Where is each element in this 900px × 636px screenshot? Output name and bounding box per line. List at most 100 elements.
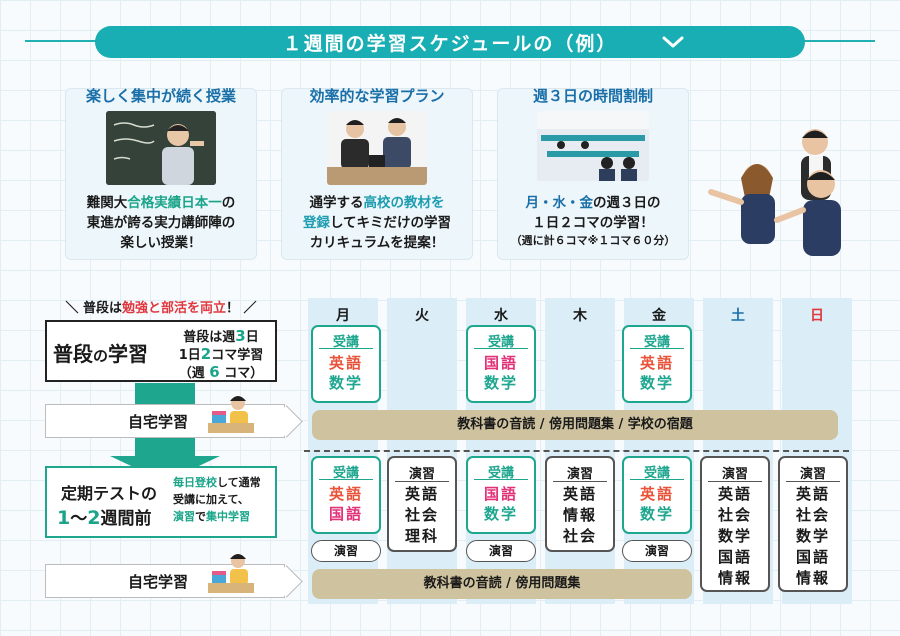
subject: 社会 <box>795 506 830 524</box>
lecture-slot-fri: 受講 英語 数学 <box>622 325 692 403</box>
slot-header: 受講 <box>474 327 528 350</box>
subject: 数学 <box>639 505 674 523</box>
subject: 社会 <box>717 506 752 524</box>
day-label-tue: 火 <box>415 308 429 324</box>
subject: 英語 <box>404 485 439 503</box>
card-text-line: 月・水・金の週３日の <box>525 195 661 211</box>
exercise-slot-tue: 演習 英語 社会 理科 <box>387 456 457 552</box>
card-text-line: 登録してキミだけの学習 <box>302 215 452 231</box>
normal-study-box: 普段の学習 普段は週3日 1日2コマ学習 （週 6 コマ） <box>45 320 277 382</box>
catch-copy: ＼ 普段は勉強と部活を両立！ ／ <box>65 301 257 316</box>
subject: 社会 <box>404 506 439 524</box>
studying-student-icon <box>206 393 256 441</box>
subject: 情報 <box>795 569 830 587</box>
slot-header: 演習 <box>553 458 607 482</box>
slot-header: 受講 <box>630 327 684 350</box>
plan-photo <box>327 111 427 185</box>
subject: 英語 <box>639 485 674 503</box>
day-label-mon: 月 <box>336 308 350 324</box>
home-study-label: 自宅学習 <box>128 572 189 591</box>
card-text: 月・水・金の週３日の １日２コマの学習！ （週に計６コマ※１コマ６０分） <box>498 193 688 249</box>
lecture-photo <box>106 111 216 185</box>
self-study-bar-normal: 教科書の音読 / 傍用問題集 / 学校の宿題 <box>312 410 838 440</box>
classroom-photo <box>537 111 649 181</box>
subject: 数学 <box>795 527 830 545</box>
subject: 社会 <box>562 527 597 545</box>
slot-header: 受講 <box>630 458 684 481</box>
header-banner[interactable]: １週間の学習スケジュールの（例） <box>95 26 805 58</box>
card-note: （週に計６コマ※１コマ６０分） <box>510 234 676 247</box>
home-study-label: 自宅学習 <box>128 412 189 431</box>
detail-line: （週 6 コマ） <box>178 363 264 381</box>
test-title-2: 1～2週間前 <box>57 507 152 529</box>
card-text-line: 難関大合格実績日本一の <box>86 195 236 211</box>
subject: 英語 <box>639 354 674 372</box>
feature-card-lecture: 楽しく集中が続く授業 難関大合格実績日本一の 東進が誇る実力講師陣の 楽しい授業… <box>65 87 257 260</box>
down-arrow-shaft-2 <box>135 438 195 458</box>
normal-study-title: 普段の学習 <box>53 342 149 366</box>
detail-line: 演習で集中学習 <box>173 510 250 523</box>
lecture-slot-mon-test: 受講 英語 国語 <box>311 456 381 534</box>
exercise-pill-fri: 演習 <box>622 540 692 562</box>
home-study-banner-2: 自宅学習 <box>45 554 285 598</box>
feature-card-plan: 効率的な学習プラン 通学する高校の教材を 登録してキミだけの学習 カリキュラムを… <box>281 87 473 260</box>
slot-header: 受講 <box>474 458 528 481</box>
card-text-line: １日２コマの学習！ <box>532 215 654 231</box>
subject: 英語 <box>562 485 597 503</box>
exercise-pill-mon: 演習 <box>311 540 381 562</box>
card-text-line: カリキュラムを提案！ <box>309 235 445 251</box>
detail-line: 毎日登校して通常 <box>173 476 261 489</box>
exercise-slot-sat: 演習 英語 社会 数学 国語 情報 <box>700 456 770 592</box>
slot-header: 受講 <box>319 327 373 350</box>
lecture-slot-mon: 受講 英語 数学 <box>311 325 381 403</box>
subject: 数学 <box>483 374 518 392</box>
lecture-slot-fri-test: 受講 英語 数学 <box>622 456 692 534</box>
subject: 数学 <box>639 374 674 392</box>
exercise-subjects: 英語 社会 数学 国語 情報 <box>780 482 846 589</box>
page-title: １週間の学習スケジュールの（例） <box>282 32 618 55</box>
lecture-slot-wed: 受講 国語 数学 <box>466 325 536 403</box>
slot-header: 演習 <box>786 458 840 482</box>
card-text: 難関大合格実績日本一の 東進が誇る実力講師陣の 楽しい授業！ <box>66 193 256 253</box>
subject: 英語 <box>717 485 752 503</box>
card-text: 通学する高校の教材を 登録してキミだけの学習 カリキュラムを提案！ <box>282 193 472 253</box>
section-divider <box>304 450 849 452</box>
card-text-line: 通学する高校の教材を <box>309 195 445 211</box>
subject: 国語 <box>328 505 363 523</box>
detail-line: 受講に加えて、 <box>173 493 249 506</box>
exercise-slot-sun: 演習 英語 社会 数学 国語 情報 <box>778 456 848 592</box>
subject: 数学 <box>483 505 518 523</box>
down-arrow-shaft <box>135 383 195 405</box>
day-label-thu: 木 <box>573 308 587 324</box>
subject: 英語 <box>328 485 363 503</box>
subject: 英語 <box>328 354 363 372</box>
card-title: 週３日の時間割制 <box>532 87 653 105</box>
card-text-line: 東進が誇る実力講師陣の <box>86 215 236 231</box>
subject: 数学 <box>717 527 752 545</box>
exercise-pill-wed: 演習 <box>466 540 536 562</box>
subject: 国語 <box>717 548 752 566</box>
day-label-fri: 金 <box>652 308 666 324</box>
subject: 情報 <box>717 569 752 587</box>
self-study-bar-test: 教科書の音読 / 傍用問題集 <box>312 569 692 599</box>
subject: 理科 <box>404 527 439 545</box>
test-title-1: 定期テストの <box>61 484 158 503</box>
home-study-banner-1: 自宅学習 <box>45 396 285 438</box>
test-study-box: 定期テストの 1～2週間前 毎日登校して通常 受講に加えて、 演習で集中学習 <box>45 466 277 538</box>
header-line-left <box>25 40 105 42</box>
students-illustration <box>705 122 855 262</box>
day-label-wed: 水 <box>494 308 508 324</box>
card-text-line: 楽しい授業！ <box>120 235 202 251</box>
test-detail: 毎日登校して通常 受講に加えて、 演習で集中学習 <box>173 474 283 525</box>
lecture-slot-wed-test: 受講 国語 数学 <box>466 456 536 534</box>
chevron-down-icon[interactable] <box>661 33 685 56</box>
exercise-subjects: 英語 社会 数学 国語 情報 <box>702 482 768 589</box>
subject: 国語 <box>483 354 518 372</box>
subject: 英語 <box>795 485 830 503</box>
subject: 国語 <box>795 548 830 566</box>
slot-header: 受講 <box>319 458 373 481</box>
slot-header: 演習 <box>395 458 449 482</box>
subject: 数学 <box>328 374 363 392</box>
exercise-slot-thu: 演習 英語 情報 社会 <box>545 456 615 552</box>
detail-line: 普段は週3日 <box>183 327 259 345</box>
